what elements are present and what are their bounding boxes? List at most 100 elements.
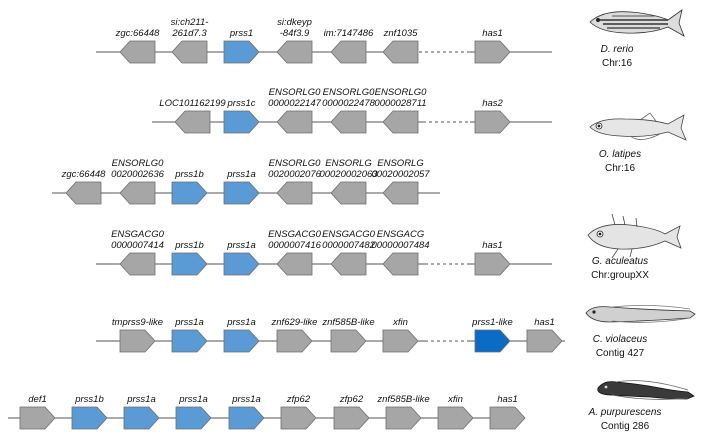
gene-arrow [276, 252, 313, 276]
gene-label: znf629-like [271, 317, 318, 328]
gene-label: prss1a [174, 317, 204, 328]
gene-label: 0020002636 [111, 169, 165, 180]
gene-arrow [171, 40, 208, 64]
species-name: A. purpurescens [588, 407, 662, 418]
gene-arrow [65, 181, 102, 205]
gene-arrow [174, 110, 211, 134]
gene-arrow [382, 40, 419, 64]
gene-label: ENSGACG0 [111, 229, 165, 240]
gene-label: 0000028711 [374, 98, 426, 109]
gene-label: 00000007484 [371, 240, 429, 251]
gene-arrow [171, 181, 208, 205]
gene-label: 0020002076 [268, 169, 322, 180]
gene-label: prss1a [126, 394, 156, 405]
gene-label: has2 [482, 98, 503, 109]
species-name: D. rerio [601, 44, 634, 55]
chromosome-location: Contig 286 [601, 421, 650, 432]
gene-arrow [119, 40, 156, 64]
gene-arrow [474, 110, 511, 134]
gene-arrow [330, 329, 367, 353]
gene-arrow [382, 252, 419, 276]
gene-label: def1 [28, 394, 47, 405]
gene-label: ENSGACG0 [322, 229, 376, 240]
gene-label: LOC101162199 [159, 98, 226, 109]
stickleback-icon [587, 213, 682, 259]
gene-arrow [119, 329, 156, 353]
gene-label: 0000007482 [322, 240, 376, 251]
gene-arrow [276, 181, 313, 205]
gene-arrow [223, 110, 260, 134]
species-name: G. aculeatus [592, 256, 648, 267]
gene-arrow [119, 252, 156, 276]
gene-label: xfin [392, 317, 408, 328]
chromosome-location: Chr:groupXX [591, 270, 649, 281]
row-drerio: zgc:66448 si:ch211-261d7.3 prss1 si:dkeyp-8… [96, 17, 634, 69]
gene-arrow [228, 406, 265, 430]
gene-arrow [223, 252, 260, 276]
gene-label: ENSORLG0 [112, 158, 164, 169]
gene-arrow [382, 110, 419, 134]
gene-label: ENSORLG [377, 158, 423, 169]
gene-arrow [175, 406, 212, 430]
species-name: C. violaceus [593, 334, 647, 345]
gene-arrow [223, 40, 260, 64]
chromosome-location: Chr:16 [602, 58, 632, 69]
gene-arrow [385, 406, 422, 430]
gene-label: znf585B-like [376, 394, 429, 405]
gene-label: prss1b [74, 394, 104, 405]
gene-label: 261d7.3 [171, 28, 207, 39]
gene-label: znf585B-like [321, 317, 374, 328]
gene-label: ENSGACG0 [268, 229, 322, 240]
gene-label: prss1c [227, 98, 256, 109]
gene-arrow [119, 181, 156, 205]
gene-arrow [71, 406, 108, 430]
gene-label: prss1a [226, 317, 256, 328]
gene-label: prss1-like [471, 317, 513, 328]
chromosome-location: Chr:16 [605, 163, 635, 174]
gene-arrow [382, 329, 419, 353]
gene-arrow [330, 252, 367, 276]
gene-label: zfp62 [339, 394, 364, 405]
gene-label: si:dkeyp [277, 17, 312, 28]
gene-label: prss1b [174, 240, 204, 251]
gene-arrow [333, 406, 370, 430]
gene-label: xfin [447, 394, 463, 405]
gene-label: prss1a [226, 169, 256, 180]
gene-arrow [489, 406, 526, 430]
gene-label: 0000022147 [268, 98, 322, 109]
gene-label: zgc:66448 [61, 169, 107, 180]
gene-label: ENSORLG0 [269, 87, 321, 98]
gene-label: prss1a [226, 240, 256, 251]
gene-label: has1 [482, 240, 503, 251]
gene-label: 0000007414 [111, 240, 164, 251]
gene-label: im:7147486 [324, 28, 374, 39]
gene-arrow [474, 329, 511, 353]
gene-label: zgc:66448 [115, 28, 161, 39]
gene-label: prss1 [229, 28, 253, 39]
gene-arrow [526, 329, 563, 353]
gene-label: prss1a [178, 394, 208, 405]
gene-label: 00020002057 [371, 169, 430, 180]
chromosome-location: Contig 427 [596, 348, 645, 359]
gene-arrow [123, 406, 160, 430]
gene-arrow [474, 40, 511, 64]
gene-arrow [330, 110, 367, 134]
gene-label: ENSORLG0 [375, 87, 427, 98]
gene-label: has1 [482, 28, 503, 39]
prickleback-icon [585, 305, 696, 323]
gene-label: si:ch211- [171, 17, 209, 28]
gene-arrow [223, 181, 260, 205]
gene-label: ENSORLG0 [269, 158, 321, 169]
gene-arrow [171, 252, 208, 276]
gene-arrow [276, 110, 313, 134]
gene-label: -84f3.9 [280, 28, 310, 39]
gene-arrow [276, 40, 313, 64]
gene-arrow [280, 406, 317, 430]
blenny-icon [597, 380, 695, 400]
gene-arrow [437, 406, 474, 430]
gene-arrow [330, 40, 367, 64]
